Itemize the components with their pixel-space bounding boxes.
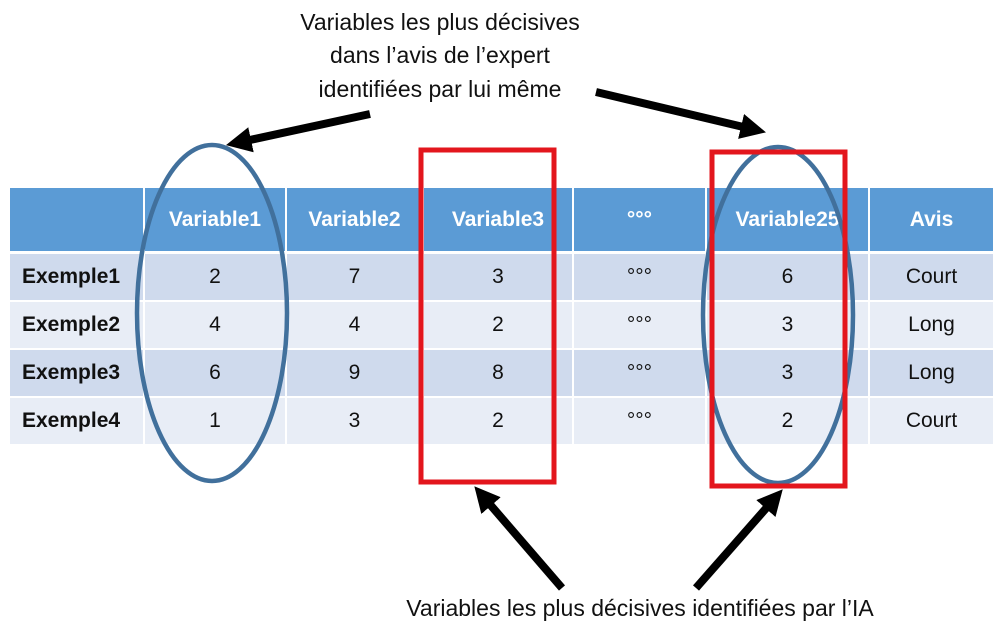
expert-caption-line-2: dans l’avis de l’expert	[330, 42, 550, 69]
header-variable3: Variable3	[422, 188, 572, 254]
table-row: Exemple3 6 9 8 °°° 3 Long	[10, 350, 993, 398]
table-row: Exemple1 2 7 3 °°° 6 Court	[10, 254, 993, 302]
arrow-to-variable3	[474, 486, 566, 591]
table-cell: °°°	[572, 350, 705, 398]
row-label: Exemple4	[10, 398, 143, 446]
header-variable2: Variable2	[285, 188, 422, 254]
table-cell: 2	[705, 398, 868, 446]
table-cell: 4	[285, 302, 422, 350]
expert-caption-line-3: identifiées par lui même	[318, 75, 562, 102]
table-cell: 9	[285, 350, 422, 398]
ai-caption: Variables les plus décisives identifiées…	[406, 595, 874, 621]
header-avis: Avis	[868, 188, 993, 254]
header-cell-empty	[10, 188, 143, 254]
table-cell: Long	[868, 350, 993, 398]
table-row: Exemple4 1 3 2 °°° 2 Court	[10, 398, 993, 446]
row-label: Exemple2	[10, 302, 143, 350]
table-cell: 1	[143, 398, 285, 446]
arrow-to-variable1	[225, 110, 371, 153]
arrow-to-variable25	[595, 88, 766, 139]
table-cell: 6	[705, 254, 868, 302]
header-variable1: Variable1	[143, 188, 285, 254]
table-cell: °°°	[572, 254, 705, 302]
row-label: Exemple3	[10, 350, 143, 398]
table-cell: °°°	[572, 302, 705, 350]
table-cell: 2	[422, 398, 572, 446]
table-header-row: Variable1 Variable2 Variable3 °°° Variab…	[10, 188, 993, 254]
table-cell: 3	[285, 398, 422, 446]
arrow-to-variable25-bottom	[692, 489, 783, 591]
table-cell: 2	[422, 302, 572, 350]
table-cell: 6	[143, 350, 285, 398]
table-cell: 3	[422, 254, 572, 302]
table-cell: 8	[422, 350, 572, 398]
data-table: Variable1 Variable2 Variable3 °°° Variab…	[10, 188, 993, 446]
table-cell: Court	[868, 398, 993, 446]
table-cell: Court	[868, 254, 993, 302]
header-variable25: Variable25	[705, 188, 868, 254]
expert-caption-line-1: Variables les plus décisives	[300, 9, 580, 35]
table-cell: 3	[705, 350, 868, 398]
table-cell: Long	[868, 302, 993, 350]
table-row: Exemple2 4 4 2 °°° 3 Long	[10, 302, 993, 350]
table-cell: 3	[705, 302, 868, 350]
table-cell: 4	[143, 302, 285, 350]
row-label: Exemple1	[10, 254, 143, 302]
expert-caption: Variables les plus décisives dans l’avis…	[270, 6, 610, 106]
header-ellipsis: °°°	[572, 188, 705, 254]
table-cell: 2	[143, 254, 285, 302]
table-cell: °°°	[572, 398, 705, 446]
table-cell: 7	[285, 254, 422, 302]
